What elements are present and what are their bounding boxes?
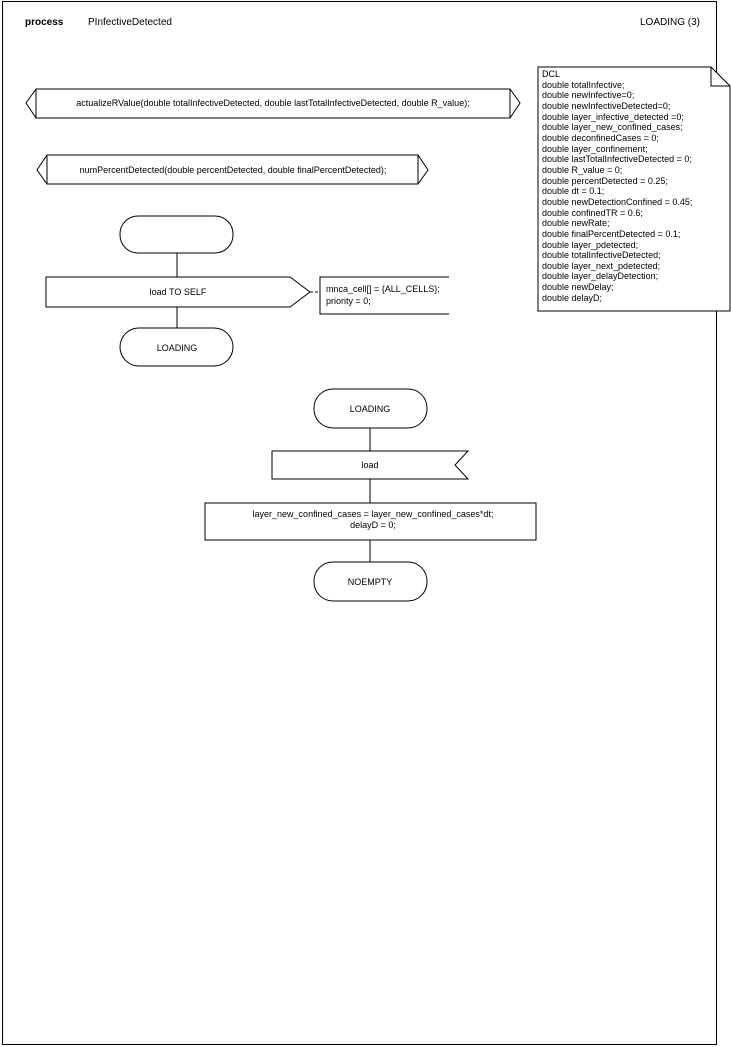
page-label: LOADING (3) xyxy=(640,17,701,28)
comment-line: priority = 0; xyxy=(326,296,371,306)
output-symbol[interactable] xyxy=(45,276,311,308)
dcl-line: double dt = 0.1; xyxy=(542,186,605,197)
loading-transition: LOADING load NOEMPTY xyxy=(204,388,537,602)
comment-text: mnca_cell[] = {ALL_CELLS}; priority = 0; xyxy=(326,283,440,307)
process-name: PInfectiveDetected xyxy=(88,17,172,28)
dcl-line: double totalInfective; xyxy=(542,79,625,90)
dcl-line: double layer_confinement; xyxy=(542,143,648,154)
input-symbol[interactable] xyxy=(271,450,470,480)
state-label: LOADING xyxy=(350,404,391,414)
dcl-line: double newRate; xyxy=(542,218,610,229)
dcl-line: double percentDetected = 0.25; xyxy=(542,175,668,186)
next-state-label: NOEMPTY xyxy=(348,577,393,587)
task-text: layer_new_confined_cases = layer_new_con… xyxy=(210,509,536,531)
next-state-symbol[interactable] xyxy=(119,327,234,367)
comment-line: mnca_cell[] = {ALL_CELLS}; xyxy=(326,284,440,294)
task-symbol[interactable] xyxy=(204,502,537,541)
dcl-line: double deconfinedCases = 0; xyxy=(542,132,659,143)
dcl-line: double layer_new_confined_cases; xyxy=(542,122,683,133)
start-symbol[interactable] xyxy=(119,215,234,254)
output-signal-label: load TO SELF xyxy=(150,287,207,297)
dcl-line: double layer_next_pdetected; xyxy=(542,260,661,271)
procedure-1-signature: actualizeRValue(double totalInfectiveDet… xyxy=(76,98,469,108)
next-state-label: LOADING xyxy=(157,343,198,353)
procedure-2-signature: numPercentDetected(double percentDetecte… xyxy=(80,165,387,175)
dcl-title: DCL xyxy=(542,69,561,79)
dcl-line: double delayD; xyxy=(542,292,603,303)
dcl-line: double lastTotalInfectiveDetected = 0; xyxy=(542,154,692,165)
start-transition: load TO SELF LOADING xyxy=(45,215,449,367)
dcl-line: double finalPercentDetected = 0.1; xyxy=(542,228,681,239)
dcl-line: double newDelay; xyxy=(542,282,614,293)
dcl-line: double layer_infective_detected =0; xyxy=(542,111,684,122)
dcl-line: double newInfective=0; xyxy=(542,90,635,101)
dcl-line: double newInfectiveDetected=0; xyxy=(542,100,671,111)
input-signal-label: load xyxy=(361,460,378,470)
dcl-line: double layer_pdetected; xyxy=(542,239,639,250)
dcl-line: double R_value = 0; xyxy=(542,164,623,175)
page-frame xyxy=(2,1,717,1045)
comment-bracket xyxy=(319,276,449,315)
next-state-symbol[interactable] xyxy=(313,561,428,602)
task-line: layer_new_confined_cases = layer_new_con… xyxy=(252,509,494,519)
dcl-line: double confinedTR = 0.6; xyxy=(542,207,643,218)
procedure-declaration-2[interactable]: numPercentDetected(double percentDetecte… xyxy=(36,154,429,185)
dcl-line: double layer_delayDetection; xyxy=(542,271,659,282)
dcl-line: double newDetectionConfined = 0.45; xyxy=(542,196,693,207)
dcl-line: double totalInfectiveDetected; xyxy=(542,250,661,261)
task-line: delayD = 0; xyxy=(350,520,396,530)
dcl-lines: double totalInfective;double newInfectiv… xyxy=(542,80,692,304)
procedure-declaration-1[interactable]: actualizeRValue(double totalInfectiveDet… xyxy=(25,88,521,119)
dcl-box xyxy=(537,66,731,312)
process-keyword: process xyxy=(25,17,64,28)
